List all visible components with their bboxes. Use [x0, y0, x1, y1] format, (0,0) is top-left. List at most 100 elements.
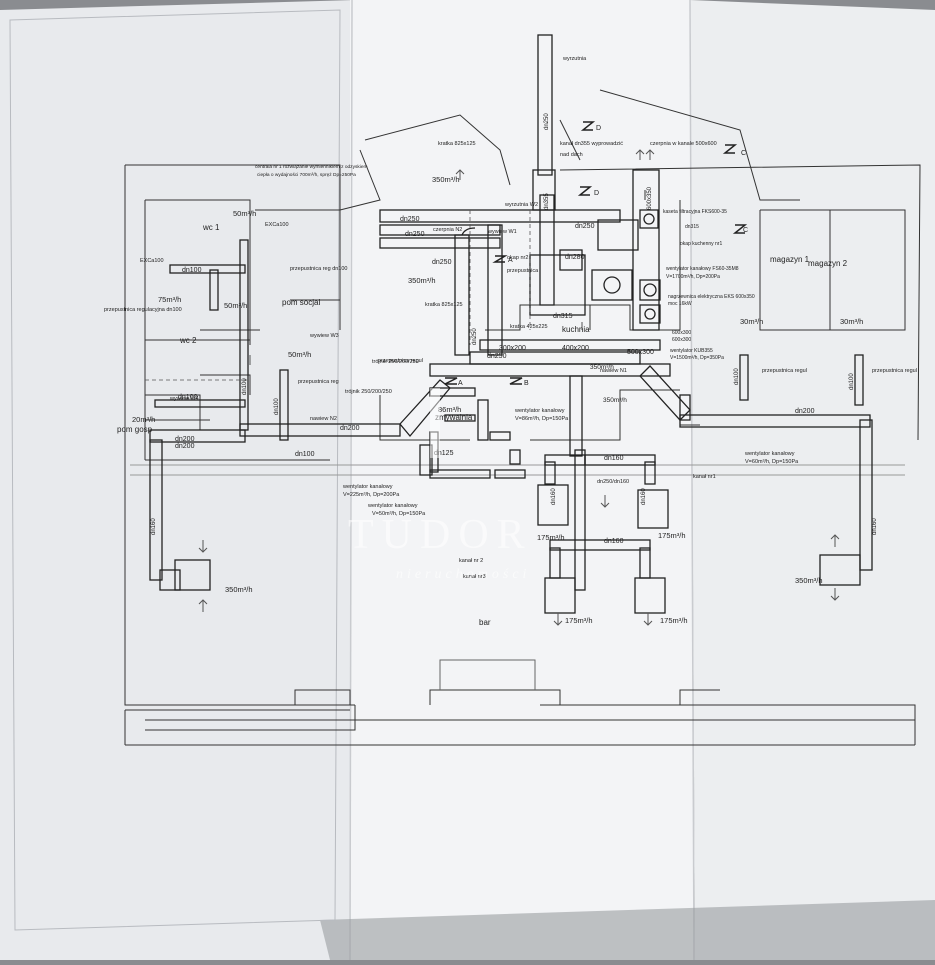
flow-30-b: 30m³/h [840, 317, 863, 326]
label-centrala-2: ciepła o wydajności 700m³/h, spręż Dp=25… [257, 172, 356, 178]
size-dn160-v4: dn160 [641, 488, 647, 505]
size-dn160-b: dn160 [604, 538, 624, 545]
size-dn160-v3: dn160 [551, 488, 557, 505]
label-wyrzutnia: wyrzutnia [562, 56, 587, 62]
label-wywiew-w4: wywiew W4 [169, 396, 199, 402]
room-kuchnia: kuchnia [562, 325, 590, 334]
label-kanal-n2: kanał nr 2 [459, 558, 483, 564]
label-went-60b: V=60m³/h, Dp=150Pa [745, 459, 799, 465]
section-d: D [596, 125, 601, 132]
room-wc2: wc 2 [179, 336, 197, 345]
label-przep-r1: przepustnica regul [762, 368, 807, 374]
size-dn160-v: dn160 [151, 518, 157, 535]
size-dn250-c: dn250 [432, 259, 452, 266]
label-went-kub2: V=1500m³/h, Dp=350Pa [670, 355, 724, 361]
label-centrala: centrala nr 1 rozwiązanie wymiennikiem z… [255, 164, 368, 170]
label-nagrz: nagrzewnica elektryczna EKS 600x350 [668, 294, 755, 300]
label-exc-left: EXCa100 [140, 258, 164, 264]
size-dn100-v3: dn100 [734, 368, 740, 385]
label-nawiew-n1: nawiew N1 [600, 368, 627, 374]
size-dn100-b: dn100 [178, 394, 198, 401]
label-okap1: okap kuchenny nr1 [680, 241, 722, 247]
section-c: C [741, 150, 746, 157]
flow-86: 86m³/h [438, 405, 461, 414]
label-przep-r2: przepustnica regul [872, 368, 917, 374]
flow-350-right: 350m³/h [603, 397, 627, 404]
flow-175-a: 175m³/h [537, 533, 565, 542]
size-dn315: dn315 [553, 313, 573, 320]
label-kaseta: kaseta filtracyjna FKS600-35 [663, 209, 727, 215]
room-pom-gosp: pom gosp [117, 425, 153, 434]
size-dn200-a: dn200 [175, 436, 195, 443]
size-dn355: dn355 [544, 193, 550, 210]
flow-350-b: 350m³/h [408, 276, 436, 285]
size-400x200: 400x200 [562, 345, 589, 352]
size-dn250-160: dn250/dn160 [597, 479, 629, 485]
label-went-kan1: wentylator kanałowy FS60-35M8 [666, 266, 739, 272]
paper-left [0, 0, 355, 960]
label-przep-reg2: przepustnica reg [298, 379, 339, 385]
label-okap: okap nr2 [507, 255, 528, 261]
size-dn200-mid: dn200 [340, 425, 360, 432]
section-a2: A [458, 380, 463, 387]
flow-50-a: 50m³/h [233, 209, 256, 218]
paper-center [350, 0, 695, 960]
watermark-brand: TUDOR [348, 512, 533, 558]
size-dn160-a: dn160 [604, 455, 624, 462]
label-kratka-425: kratka 425x225 [510, 324, 548, 330]
size-dn250-d: dn250 [575, 223, 595, 230]
size-500x300: 500x300 [627, 349, 654, 356]
label-kanal-n1: kanał nr1 [693, 474, 716, 480]
watermark: TUDOR nieruchomości [348, 388, 533, 582]
label-kratka-top: kratka 825x125 [438, 141, 476, 147]
size-600x300b: 600x300 [672, 337, 691, 343]
size-dn250-v2: dn250 [472, 328, 478, 345]
size-dn100-a: dn100 [182, 267, 202, 274]
size-600x350: 600x350 [647, 186, 653, 210]
size-dn100-v: dn100 [242, 378, 248, 395]
label-przepustnica: przepustnica [507, 268, 539, 274]
room-pom-socjal: pom socjal [282, 298, 320, 307]
room-zmywalnia: zmywalnia [435, 413, 473, 422]
watermark-tagline: nieruchomości [396, 567, 530, 582]
label-wyrzutnia-w2: wyrzutnia W2 [504, 202, 538, 208]
section-b: B [524, 380, 529, 387]
size-dn250-h: dn250 [487, 353, 507, 360]
size-dn250-v1: dn250 [544, 113, 550, 130]
label-went-86: wentylator kanałowy [514, 408, 565, 414]
size-dn100-v2: dn100 [274, 398, 280, 415]
label-went-86b: V=86m³/h, Dp=150Pa [515, 416, 569, 422]
size-dn100-v4: dn100 [849, 373, 855, 390]
flow-350-center: 350m³/h [590, 364, 614, 371]
flow-75: 75m³/h [158, 295, 181, 304]
flow-20: 20m³/h [132, 415, 155, 424]
size-dn250-a: dn250 [400, 216, 420, 223]
label-went-225: wentylator kanałowy [342, 484, 393, 490]
label-czerpnia: czerpnia w kanale 500x600 [650, 141, 717, 147]
label-kanal-dn355: kanał dn355 wyprowadzić [560, 141, 623, 147]
label-kanal-n3: kanał nr3 [463, 574, 486, 580]
size-dn160-v2: dn160 [872, 518, 878, 535]
size-dn200-b: dn200 [175, 443, 195, 450]
label-przep-regul: przepustnica regul [378, 358, 423, 364]
section-a: A [508, 257, 513, 264]
room-bar: bar [479, 618, 491, 627]
section-c2: C [743, 227, 748, 234]
flow-350-c: 350m³/h [225, 585, 253, 594]
label-went-kan1b: V=1700m³/h, Dp=200Pa [666, 274, 720, 280]
label-went-kub: wentylator KUB355 [670, 348, 713, 354]
room-magazyn2: magazyn 2 [808, 259, 848, 268]
flow-350-a: 350m³/h [432, 175, 460, 184]
label-nagrz2: moc 16kW [668, 301, 692, 307]
label-nawiew-n2: nawiew N2 [310, 416, 337, 422]
label-kaseta-dn: dn315 [685, 224, 699, 230]
size-dn100-c: dn100 [295, 451, 315, 458]
building-walls [124, 89, 921, 746]
size-dn125: dn125 [434, 450, 454, 457]
size-dn200-right: dn200 [795, 408, 815, 415]
label-wywiew-w3: wywiew W3 [309, 333, 339, 339]
flow-175-b: 175m³/h [658, 531, 686, 540]
label-went-225b: V=225m³/h, Dp=200Pa [343, 492, 400, 498]
